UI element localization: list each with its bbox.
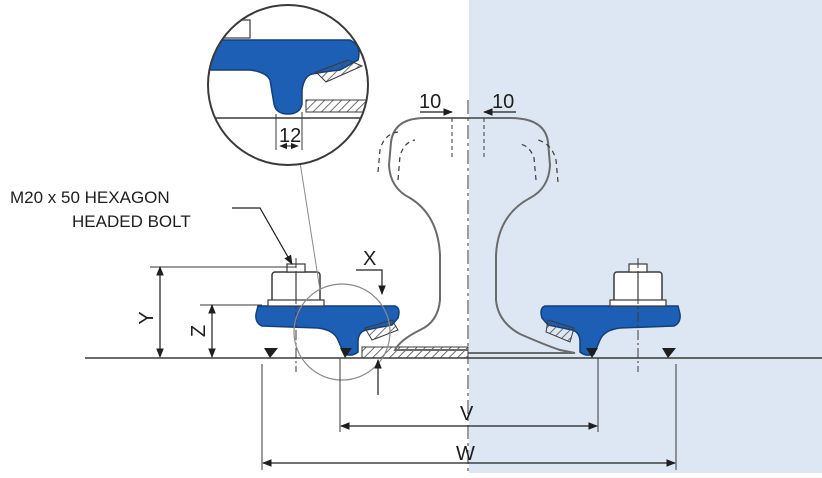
tinted-half-panel: [469, 0, 822, 473]
bolt-callout-line1: M20 x 50 HEXAGON: [10, 188, 170, 207]
right-clamp-body: [540, 305, 681, 356]
detail-clamp-body: [208, 39, 360, 115]
magnifier-leader: [299, 161, 321, 291]
detail-gap-label: 12: [279, 125, 301, 147]
right-clamp-spring-hatch: [545, 319, 575, 343]
dim-v-label: V: [460, 403, 474, 425]
detail-pad-hatch: [305, 99, 368, 113]
bolt-callout-leader: [232, 207, 293, 265]
right-clamp-assembly: [540, 258, 681, 372]
dim-y-label: Y: [136, 311, 158, 324]
gap-label-left: 10: [419, 91, 441, 113]
worn-head-left: [377, 131, 399, 173]
bolt-callout-line2: HEADED BOLT: [72, 212, 191, 231]
rail-profile-left: [387, 117, 468, 351]
left-clamp-heel: [340, 348, 352, 358]
worn-head-right-inner: [519, 143, 537, 181]
magnifier-circle-icon: [293, 283, 391, 381]
dim-x-label: X: [363, 248, 376, 270]
rail-profile-right: [468, 117, 576, 354]
left-clamp-body: [255, 305, 400, 356]
detail-circle-frame: [207, 4, 369, 166]
right-clamp-toe: [662, 348, 676, 358]
right-clamp-heel: [586, 348, 598, 358]
dim-w-label: W: [456, 443, 475, 465]
left-clamp-toe: [264, 348, 278, 358]
detail-view: 12: [207, 4, 369, 166]
rail-pad: [361, 346, 469, 359]
dim-x-leader: [356, 269, 386, 295]
detail-spring-hatch: [315, 59, 364, 83]
dim-z-label: Z: [188, 325, 210, 337]
worn-head-right: [537, 139, 559, 183]
worn-head-left-inner: [397, 139, 416, 181]
detail-bolt-edge: [215, 19, 251, 39]
gap-label-right: 10: [492, 91, 514, 113]
